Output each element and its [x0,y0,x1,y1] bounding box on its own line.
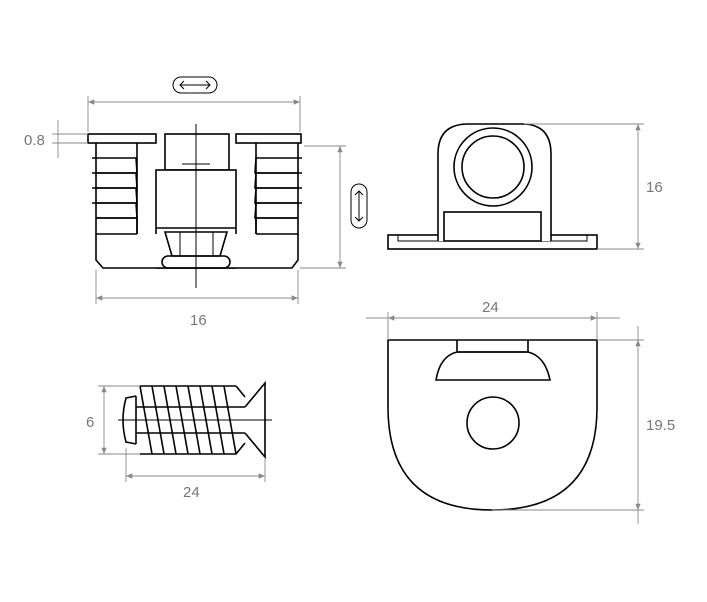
screw-view [118,380,272,460]
horizontal-arrow-icon [172,76,218,94]
screw-diameter-label: 6 [86,414,94,431]
plan-width-label: 24 [482,299,499,316]
front-width-label: 16 [190,312,207,329]
side-dimensions: 16 [524,123,663,250]
screw-dimensions: 6 24 [86,385,266,501]
plan-depth-label: 19.5 [646,417,675,434]
side-view [387,123,598,250]
plan-dimensions: 24 19.5 [366,299,675,524]
thickness-label: 0.8 [24,132,45,149]
side-height-label: 16 [646,179,663,196]
vertical-arrow-icon [350,183,368,229]
front-view [87,124,302,288]
plan-view [387,339,598,511]
screw-length-label: 24 [183,484,200,501]
front-dimensions: 16 0.8 [24,96,346,329]
